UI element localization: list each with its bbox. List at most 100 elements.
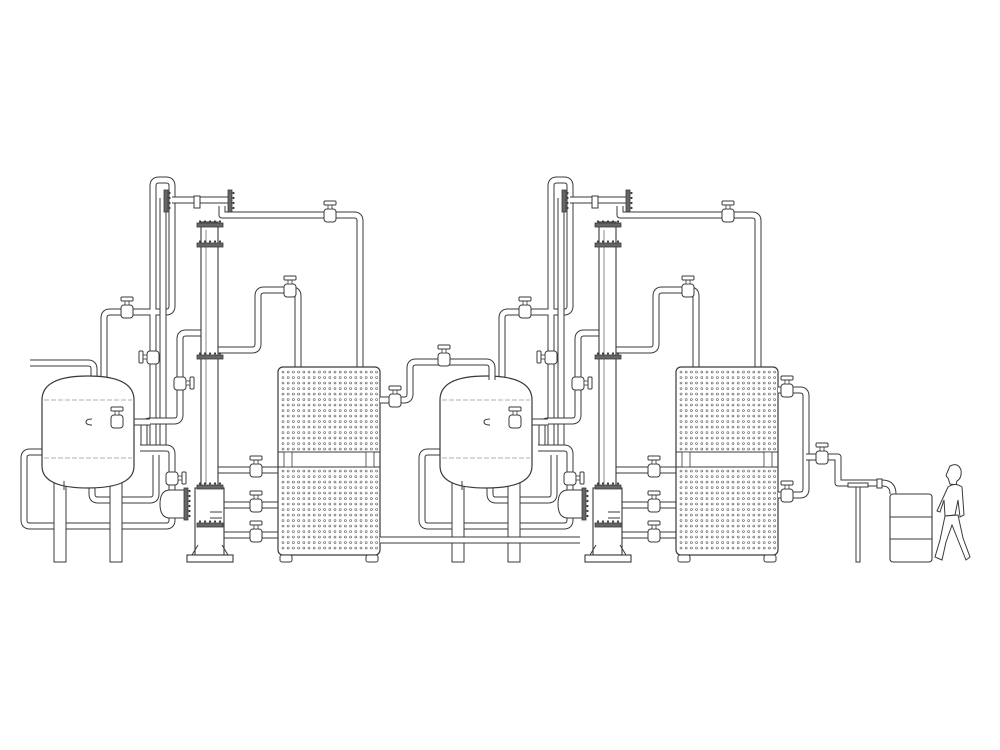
perforation-dot [359, 491, 363, 495]
perforation-dot [375, 508, 378, 511]
perforation-dot [323, 546, 326, 550]
perforation-dot [742, 431, 745, 434]
perforation-dot [726, 513, 730, 517]
perforation-dot [726, 425, 730, 429]
perforation-dot [705, 491, 709, 495]
perforation-dot [731, 502, 735, 506]
perforation-dot [736, 513, 740, 517]
valve[interactable] [721, 200, 735, 223]
pipe-bore [218, 287, 301, 367]
valve[interactable] [173, 376, 195, 391]
perforation-dot [736, 530, 740, 533]
perforation-dot [364, 530, 368, 533]
valve[interactable] [815, 442, 829, 465]
perforation-dot [286, 480, 290, 484]
perforation-dot [297, 535, 300, 539]
perforation-dot [736, 519, 740, 522]
perforation-dot [752, 513, 756, 517]
perforation-dot [364, 486, 368, 489]
perforation-dot [318, 524, 321, 528]
perforation-dot [323, 376, 326, 379]
valve[interactable] [120, 296, 134, 319]
perforation-dot [302, 469, 306, 473]
valve[interactable] [518, 296, 532, 319]
valve[interactable] [780, 375, 794, 398]
bolt [203, 520, 207, 523]
perforation-dot [736, 497, 740, 500]
perforation-dot [364, 414, 368, 418]
valve[interactable] [563, 471, 585, 486]
perforation-dot [705, 414, 709, 418]
perforation-dot [323, 497, 326, 500]
perforation-dot [328, 508, 332, 511]
perforation-dot [302, 475, 306, 478]
valve[interactable] [249, 490, 263, 513]
perforation-dot [333, 541, 337, 544]
valve[interactable] [323, 200, 337, 223]
valve[interactable] [681, 275, 695, 298]
perforation-dot [710, 370, 714, 374]
perforation-dot [710, 425, 714, 429]
bolt [213, 520, 217, 523]
perforation-dot [752, 442, 756, 445]
perforation-dot [375, 513, 378, 517]
perforation-dot [757, 447, 761, 451]
perforation-dot [344, 403, 347, 407]
perforation-dot [286, 497, 290, 500]
perforation-dot [312, 381, 316, 385]
perforation-dot [286, 491, 290, 495]
perforation-dot [297, 486, 300, 489]
valve[interactable] [508, 406, 522, 429]
perforation-dot [762, 508, 766, 511]
perforation-dot [302, 425, 306, 429]
perforation-dot [684, 403, 688, 407]
perforation-dot [364, 442, 368, 445]
valve-handwheel-icon [815, 442, 829, 448]
perforation-dot [281, 409, 285, 412]
valve[interactable] [647, 520, 661, 543]
perforation-dot [292, 519, 295, 522]
valve[interactable] [571, 376, 593, 391]
perforation-dot [286, 425, 290, 429]
perforation-dot [292, 376, 295, 379]
perforation-dot [349, 381, 352, 385]
perforation-dot [286, 420, 290, 423]
valve[interactable] [165, 471, 187, 486]
top-stub [193, 195, 201, 209]
perforation-dot [370, 480, 373, 484]
perforation-dot [338, 546, 342, 550]
bolt [566, 196, 569, 200]
perforation-dot [742, 541, 745, 544]
perforation-dot [742, 425, 745, 429]
perforation-dot [297, 480, 300, 484]
perforation-dot [716, 546, 719, 550]
perforation-dot [773, 414, 776, 418]
valve[interactable] [283, 275, 297, 298]
bolt [596, 220, 600, 223]
perforation-dot [721, 513, 724, 517]
valve[interactable] [249, 520, 263, 543]
valve[interactable] [647, 455, 661, 478]
base-plate [584, 554, 632, 563]
perforation-dot [286, 447, 290, 451]
perforation-dot [757, 546, 761, 550]
valve[interactable] [780, 480, 794, 503]
valve[interactable] [110, 406, 124, 429]
perforation-dot [731, 519, 735, 522]
perforation-dot [359, 447, 363, 451]
perforation-dot [344, 420, 347, 423]
valve[interactable] [437, 344, 451, 367]
perforation-dot [370, 475, 373, 478]
valve[interactable] [536, 350, 558, 365]
valve[interactable] [138, 350, 160, 365]
perforation-dot [684, 425, 688, 429]
perforation-dot [705, 519, 709, 522]
valve[interactable] [388, 385, 402, 408]
valve[interactable] [249, 455, 263, 478]
valve[interactable] [647, 490, 661, 513]
perforation-dot [349, 392, 352, 396]
perforation-dot [328, 480, 332, 484]
perforation-dot [281, 524, 285, 528]
perforation-dot [684, 387, 688, 390]
perforation-dot [307, 442, 311, 445]
